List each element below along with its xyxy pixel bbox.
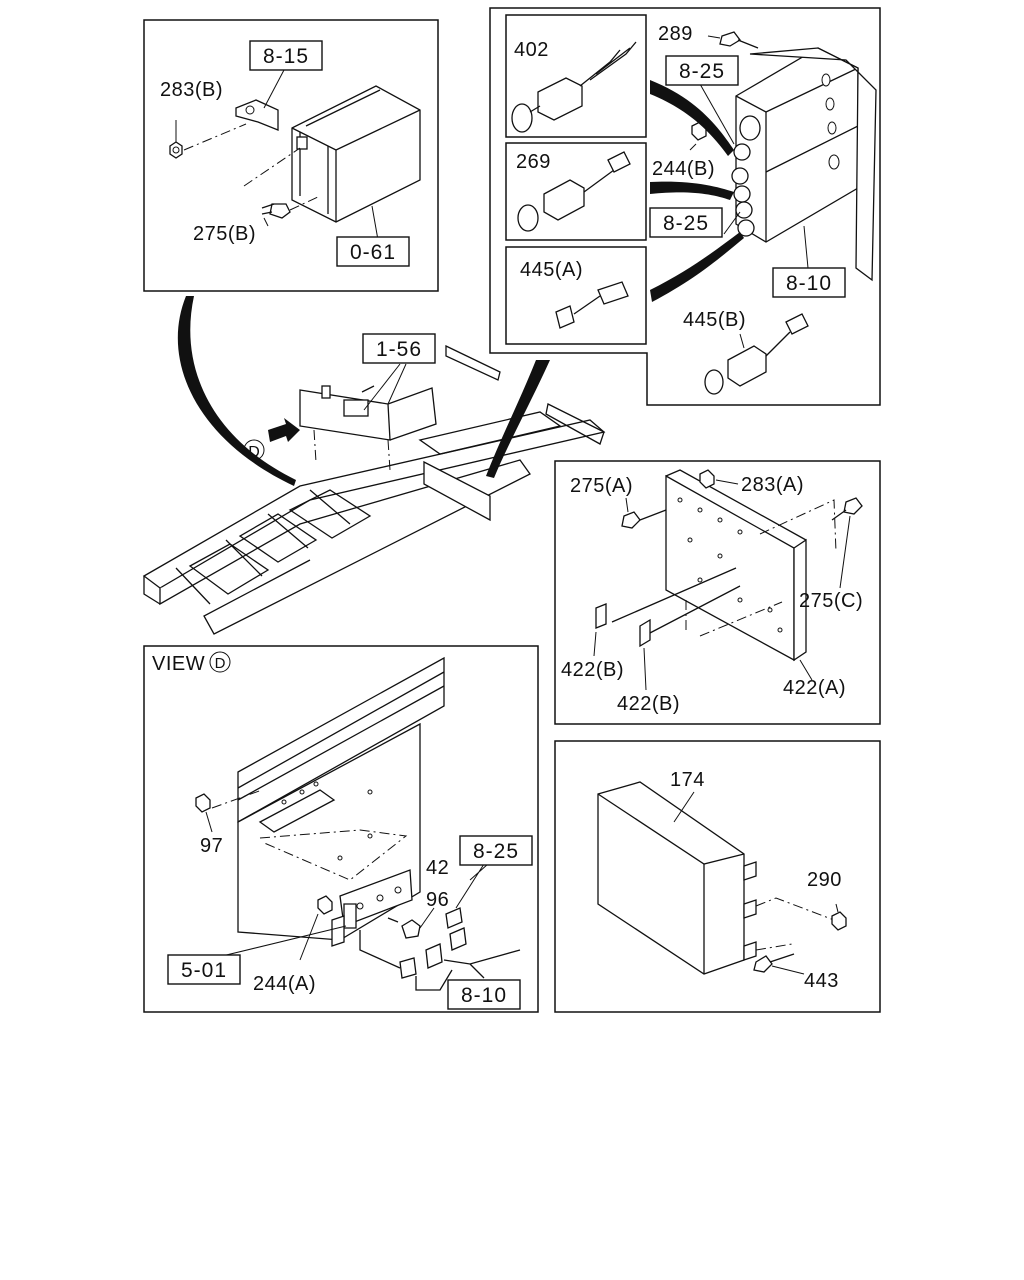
label-42: 42 [426, 857, 449, 879]
sensor-445a [555, 281, 629, 329]
ref-box-8-25-view: 8-25 [459, 835, 533, 866]
label-97: 97 [200, 835, 223, 857]
ref-box-8-25-top: 8-25 [665, 55, 739, 86]
switch-402 [511, 41, 637, 133]
ref-8-15-text: 8-15 [263, 45, 309, 68]
panel-relay-box [143, 19, 439, 292]
ref-8-10-right-text: 8-10 [786, 272, 832, 295]
ref-box-0-61: 0-61 [336, 236, 410, 267]
view-label: VIEW [152, 653, 205, 675]
label-244a: 244(A) [253, 973, 316, 995]
panel-view-d: D [143, 645, 539, 1013]
ref-5-01-text: 5-01 [181, 959, 227, 982]
label-283a: 283(A) [741, 474, 804, 496]
ref-8-25-view-text: 8-25 [473, 840, 519, 863]
label-445b: 445(B) [683, 309, 746, 331]
label-275a: 275(A) [570, 475, 633, 497]
label-96: 96 [426, 889, 449, 911]
panel-control-unit [554, 740, 881, 1013]
ref-box-8-15: 8-15 [249, 40, 323, 71]
panel-switch-box [489, 7, 881, 406]
ref-box-1-56: 1-56 [362, 333, 436, 364]
ref-box-8-25-mid: 8-25 [649, 207, 723, 238]
ref-8-25-mid-text: 8-25 [663, 212, 709, 235]
svg-text:D: D [215, 655, 226, 672]
label-244b: 244(B) [652, 158, 715, 180]
ref-box-5-01: 5-01 [167, 954, 241, 985]
label-445a: 445(A) [520, 259, 583, 281]
cabinet [731, 47, 877, 282]
ref-box-8-10-right: 8-10 [772, 267, 846, 298]
label-290: 290 [807, 869, 842, 891]
switch-269 [517, 151, 631, 232]
label-283b: 283(B) [160, 79, 223, 101]
chassis-frame: D [142, 296, 606, 635]
label-174: 174 [670, 769, 705, 791]
svg-text:D: D [248, 444, 260, 461]
label-402: 402 [514, 39, 549, 61]
label-275b: 275(B) [193, 223, 256, 245]
label-269: 269 [516, 151, 551, 173]
label-422b-left: 422(B) [561, 659, 624, 681]
ref-8-25-top-text: 8-25 [679, 60, 725, 83]
ref-1-56-text: 1-56 [376, 338, 422, 361]
ref-box-8-10-view: 8-10 [447, 979, 521, 1010]
ref-8-10-view-text: 8-10 [461, 984, 507, 1007]
label-289: 289 [658, 23, 693, 45]
panel-mounting-plate [554, 460, 881, 725]
label-275c: 275(C) [799, 590, 863, 612]
label-422a: 422(A) [783, 677, 846, 699]
ref-0-61-text: 0-61 [350, 241, 396, 264]
label-443: 443 [804, 970, 839, 992]
label-422b-right: 422(B) [617, 693, 680, 715]
switch-445b [704, 313, 809, 395]
